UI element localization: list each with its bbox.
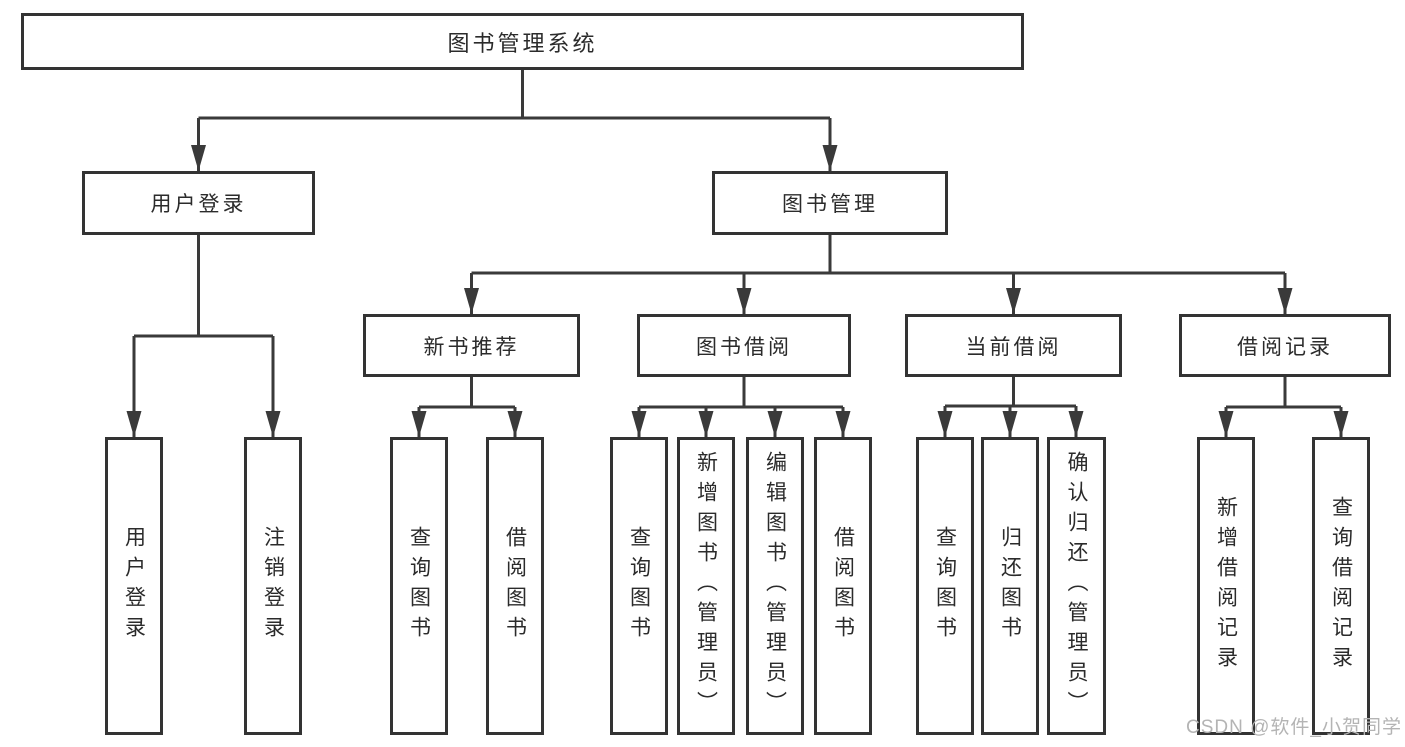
leaf-label: 新增图书（管理员） xyxy=(694,451,718,721)
leaf-borrow-books-borrow: 借阅图书 xyxy=(814,437,872,735)
node-label: 图书管理 xyxy=(782,193,878,216)
leaf-query-books-current: 查询图书 xyxy=(916,437,974,735)
leaf-label: 查询图书 xyxy=(407,526,431,646)
leaf-label: 新增借阅记录 xyxy=(1214,496,1238,676)
node-label: 图书借阅 xyxy=(696,335,792,359)
node-new-book-recommend: 新书推荐 xyxy=(363,314,580,377)
leaf-add-book-admin: 新增图书（管理员） xyxy=(677,437,735,735)
node-label: 图书管理系统 xyxy=(447,30,598,56)
node-current-borrow: 当前借阅 xyxy=(905,314,1122,377)
leaf-borrow-books-recommend: 借阅图书 xyxy=(486,437,544,735)
leaf-label: 注销登录 xyxy=(261,526,285,646)
leaf-user-login: 用户登录 xyxy=(105,437,163,735)
leaf-label: 查询借阅记录 xyxy=(1329,496,1353,676)
node-book-borrow: 图书借阅 xyxy=(637,314,851,377)
node-label: 借阅记录 xyxy=(1237,335,1333,359)
leaf-label: 确认归还（管理员） xyxy=(1065,451,1088,721)
leaf-label: 查询图书 xyxy=(933,526,957,646)
leaf-confirm-return-admin: 确认归还（管理员） xyxy=(1047,437,1106,735)
leaf-query-borrow-record: 查询借阅记录 xyxy=(1312,437,1370,735)
csdn-watermark: CSDN @软件_小贺同学 xyxy=(1186,717,1402,738)
leaf-add-borrow-record: 新增借阅记录 xyxy=(1197,437,1255,735)
leaf-label: 借阅图书 xyxy=(831,526,855,646)
leaf-logout: 注销登录 xyxy=(244,437,302,735)
node-user-login: 用户登录 xyxy=(82,171,315,235)
leaf-return-book: 归还图书 xyxy=(981,437,1039,735)
node-library-management-system: 图书管理系统 xyxy=(21,13,1024,70)
leaf-query-books-recommend: 查询图书 xyxy=(390,437,448,735)
node-borrow-records: 借阅记录 xyxy=(1179,314,1391,377)
node-book-management: 图书管理 xyxy=(712,171,948,235)
leaf-label: 借阅图书 xyxy=(503,526,527,646)
leaf-query-books-borrow: 查询图书 xyxy=(610,437,668,735)
leaf-label: 归还图书 xyxy=(998,526,1022,646)
leaf-label: 查询图书 xyxy=(627,526,651,646)
leaf-label: 编辑图书（管理员） xyxy=(763,451,787,721)
node-label: 当前借阅 xyxy=(965,335,1062,359)
leaf-label: 用户登录 xyxy=(122,526,146,646)
node-label: 新书推荐 xyxy=(423,335,520,359)
node-label: 用户登录 xyxy=(150,193,247,216)
leaf-edit-book-admin: 编辑图书（管理员） xyxy=(746,437,804,735)
